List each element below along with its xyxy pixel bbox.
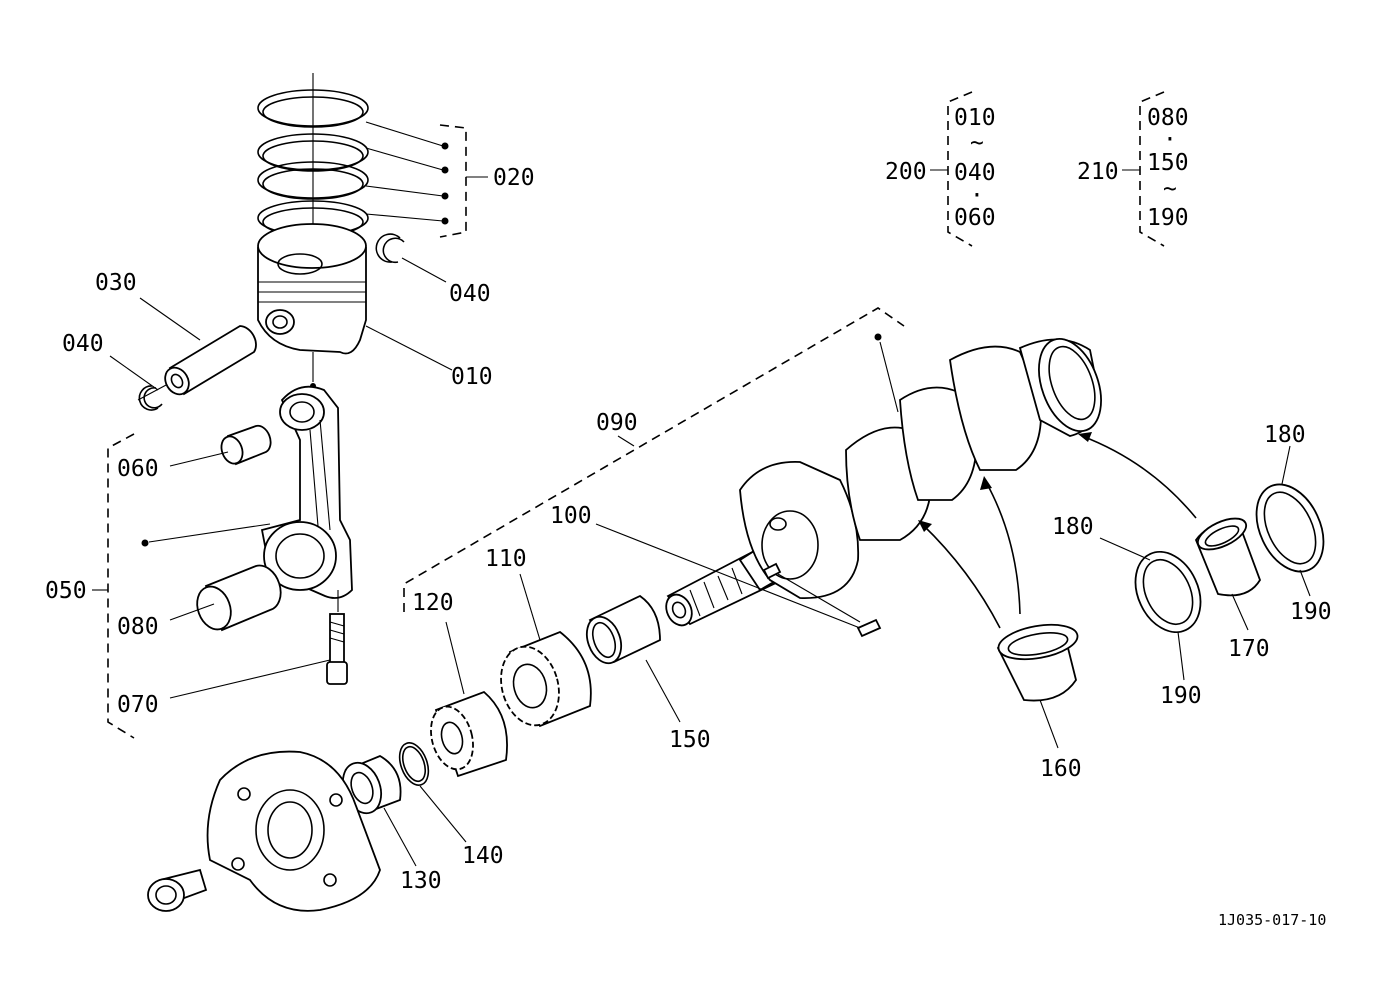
set-210-sep-1: · (1163, 127, 1177, 153)
label-150: 150 (669, 727, 711, 753)
snap-ring-left (109, 355, 169, 411)
label-100: 100 (550, 503, 592, 529)
set-210-bracket (1122, 91, 1165, 247)
label-110: 110 (485, 546, 527, 572)
main-bearing-160 (918, 476, 1079, 749)
conrod-bearing (169, 564, 282, 632)
label-060: 060 (117, 456, 159, 482)
label-180-right: 180 (1264, 422, 1306, 448)
thrust-bearing-170 (1078, 432, 1261, 631)
conrod-assembly-bracket (92, 433, 271, 739)
set-200-sep-2: · (970, 183, 984, 209)
conrod-bolt (169, 613, 348, 699)
label-040-left: 040 (62, 331, 104, 357)
label-080: 080 (117, 614, 159, 640)
set-210-item-3: 190 (1147, 205, 1189, 231)
set-200-id: 200 (885, 159, 927, 185)
front-bearing-150 (585, 594, 681, 723)
label-040-right: 040 (449, 281, 491, 307)
label-010: 010 (451, 364, 493, 390)
label-130: 130 (400, 868, 442, 894)
thrust-washer-right (1255, 445, 1325, 597)
set-200-bracket (930, 91, 973, 247)
set-210-id: 210 (1077, 159, 1119, 185)
label-120: 120 (412, 590, 454, 616)
oil-pump-gear-120 (430, 621, 508, 778)
label-190-right: 190 (1290, 599, 1332, 625)
label-090: 090 (596, 410, 638, 436)
snap-ring-right (375, 233, 447, 283)
label-140: 140 (462, 843, 504, 869)
piston (257, 223, 453, 371)
piston-pin (139, 297, 257, 396)
label-190-left: 190 (1160, 683, 1202, 709)
set-210-item-2: 150 (1147, 150, 1189, 176)
set-200-item-2: 040 (954, 160, 996, 186)
label-050: 050 (45, 578, 87, 604)
thrust-washer-left (1099, 537, 1202, 681)
set-200-item-3: 060 (954, 205, 996, 231)
front-flange (147, 750, 381, 912)
set-200-item-1: 010 (954, 105, 996, 131)
label-020: 020 (493, 165, 535, 191)
piston-rings (257, 73, 488, 250)
label-160: 160 (1040, 756, 1082, 782)
crank-gear-110 (500, 573, 592, 728)
set-200-sep-1: ~ (970, 130, 984, 156)
label-030: 030 (95, 270, 137, 296)
label-170: 170 (1228, 636, 1270, 662)
label-070: 070 (117, 692, 159, 718)
conrod-bushing (169, 424, 272, 467)
connecting-rod (260, 352, 353, 612)
drawing-id: 1J035-017-10 (1218, 911, 1326, 929)
set-210-item-1: 080 (1147, 105, 1189, 131)
label-180-left: 180 (1052, 514, 1094, 540)
o-ring-140 (398, 742, 467, 843)
crankshaft (403, 307, 1102, 638)
set-210-sep-2: ~ (1163, 176, 1177, 202)
